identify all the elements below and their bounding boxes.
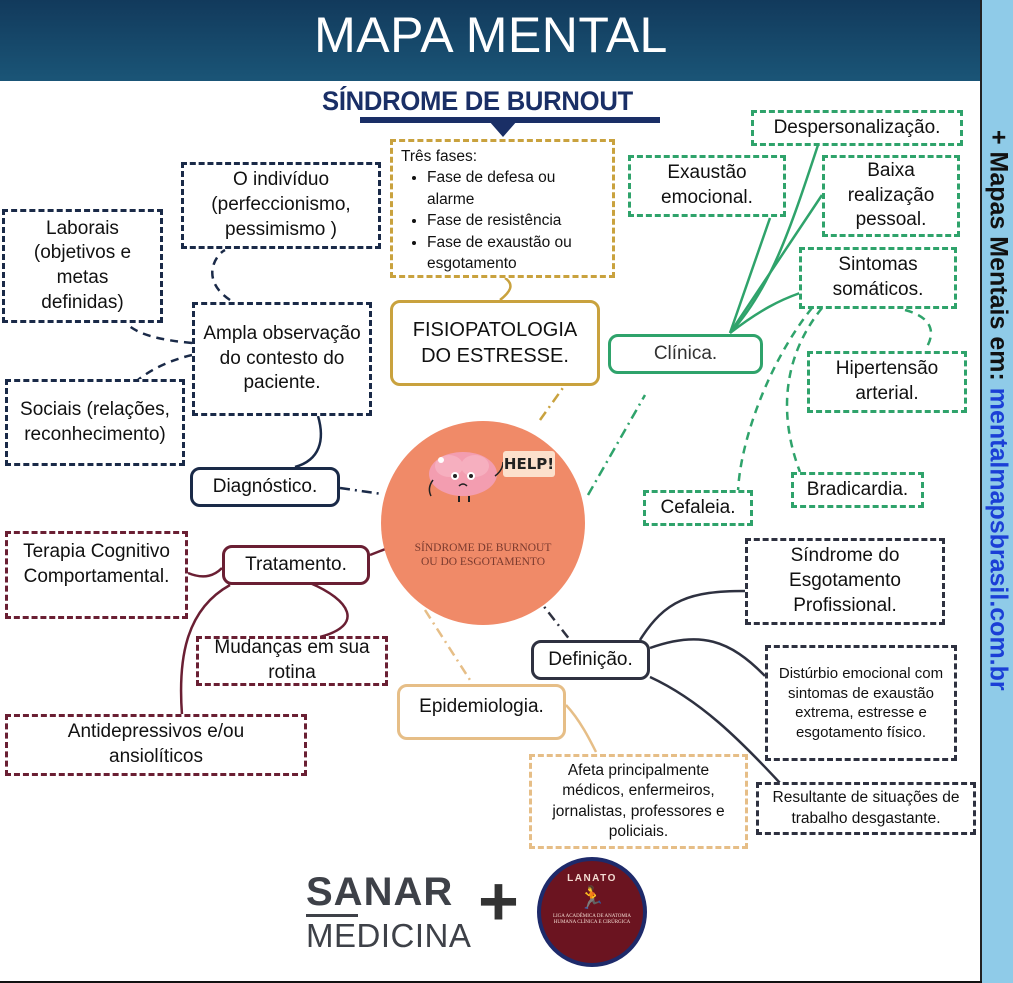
sanar-logo-top: SANAR <box>306 870 454 914</box>
link-ampla-individuo <box>211 248 231 302</box>
link-phases <box>499 276 512 301</box>
sidebar-banner: + Mapas Mentais em: mentalmapsbrasil.com… <box>980 0 1013 983</box>
lanato-logo-subtitle: LIGA ACADÊMICA DE ANATOMIA HUMANA CLÍNIC… <box>552 914 632 926</box>
help-sign: HELP! <box>503 451 555 477</box>
clinica-baixa-realizacao: Baixa realização pessoal. <box>822 155 960 237</box>
link-ampla-sociais <box>137 353 193 381</box>
page-title: MAPA MENTAL <box>314 7 668 63</box>
clinica-exaustao: Exaustão emocional. <box>628 155 786 217</box>
trat-mudancas: Mudanças em sua rotina <box>196 636 388 686</box>
link-sintomas-bradicardia <box>785 307 823 473</box>
sidebar-url-link[interactable]: mentalmapsbrasil.com.br <box>984 387 1012 691</box>
epi-afeta: Afeta principalmente médicos, enfermeiro… <box>529 754 748 849</box>
phase-item: Fase de defesa ou alarme <box>427 167 604 210</box>
brain-mascot-icon <box>428 452 503 502</box>
map-subtitle: SÍNDROME DE BURNOUT <box>322 86 633 116</box>
central-topic-label: SÍNDROME DE BURNOUT OU DO ESGOTAMENTO <box>381 541 585 570</box>
plus-icon: + <box>478 862 519 940</box>
def-sindrome: Síndrome do Esgotamento Profissional. <box>745 538 945 625</box>
link-ampla-laborais <box>127 324 193 345</box>
central-topic[interactable]: HELP! SÍNDROME DE BURNOUT OU DO ESGOTAME… <box>381 421 585 625</box>
phases-box: Três fases: Fase de defesa ou alarme Fas… <box>390 139 615 278</box>
clinica-bradicardia: Bradicardia. <box>791 472 924 508</box>
link-clinica-exaustao <box>728 217 772 334</box>
link-definicao-resultante <box>649 675 781 784</box>
trat-antidepressivos: Antidepressivos e/ou ansiolíticos <box>5 714 307 776</box>
running-figures-icon: 🏃 <box>578 885 606 910</box>
central-label-line2: OU DO ESGOTAMENTO <box>420 556 546 569</box>
link-clinica-sintomas <box>729 291 801 334</box>
diag-individuo: O indivíduo (perfeccionismo, pessimismo … <box>181 162 381 249</box>
sidebar-prefix: + Mapas Mentais em: <box>984 130 1012 388</box>
lanato-logo-title: LANATO <box>567 873 617 884</box>
clinica-despersonalizacao: Despersonalização. <box>751 110 963 146</box>
node-fisiopatologia[interactable]: FISIOPATOLOGIA DO ESTRESSE. <box>390 300 600 386</box>
subtitle-arrow-icon <box>489 121 517 137</box>
clinica-hipertensao: Hipertensão arterial. <box>807 351 967 413</box>
link-tratamento-terapia <box>187 567 223 578</box>
link-center-diagnostico <box>339 486 383 496</box>
def-resultante: Resultante de situações de trabalho desg… <box>756 782 976 835</box>
link-clinica-desperso <box>729 144 820 334</box>
diag-sociais: Sociais (relações, reconhecimento) <box>5 379 185 466</box>
link-center-clinica <box>586 394 647 496</box>
sidebar-caption: + Mapas Mentais em: mentalmapsbrasil.com… <box>983 130 1012 691</box>
link-clinica-baixa <box>728 194 824 334</box>
diag-ampla-observacao: Ampla observação do contesto do paciente… <box>192 302 372 416</box>
link-definicao-disturbio <box>649 638 766 677</box>
link-definicao-sindrome <box>638 589 746 641</box>
sanar-logo-rule <box>306 914 358 917</box>
link-tratamento-antidep <box>179 583 231 716</box>
sanar-logo-bottom: MEDICINA <box>306 917 472 954</box>
phases-title: Três fases: <box>401 148 478 165</box>
node-clinica[interactable]: Clínica. <box>608 334 763 374</box>
node-epidemiologia[interactable]: Epidemiologia. <box>397 684 566 740</box>
def-disturbio: Distúrbio emocional com sintomas de exau… <box>765 645 957 761</box>
lanato-logo: LANATO 🏃 LIGA ACADÊMICA DE ANATOMIA HUMA… <box>537 857 647 967</box>
clinica-cefaleia: Cefaleia. <box>643 490 753 526</box>
link-center-fisiopatologia <box>538 384 567 421</box>
central-label-line1: SÍNDROME DE BURNOUT <box>414 542 552 554</box>
header-banner: MAPA MENTAL <box>0 0 982 81</box>
bottom-divider <box>0 981 982 983</box>
link-ampla-diagnostico <box>294 415 323 469</box>
link-center-epidemiologia <box>423 609 472 681</box>
phase-item: Fase de resistência <box>427 210 604 231</box>
clinica-sintomas-somaticos: Sintomas somáticos. <box>799 247 957 309</box>
sanar-medicina-logo: SANAR MEDICINA <box>306 872 471 952</box>
link-tratamento-mudancas <box>309 581 349 639</box>
subtitle-underline <box>360 117 660 123</box>
trat-terapia: Terapia Cognitivo Comportamental. <box>5 531 188 619</box>
node-diagnostico[interactable]: Diagnóstico. <box>190 467 340 507</box>
link-sintomas-hipertensao <box>904 308 933 351</box>
node-definicao[interactable]: Definição. <box>531 640 650 680</box>
phase-item: Fase de exaustão ou esgotamento <box>427 232 604 275</box>
link-epidemiologia-afeta <box>565 704 598 753</box>
phases-list: Fase de defesa ou alarme Fase de resistê… <box>401 167 604 274</box>
diag-laborais: Laborais (objetivos e metas definidas) <box>2 209 163 323</box>
node-tratamento[interactable]: Tratamento. <box>222 545 370 585</box>
